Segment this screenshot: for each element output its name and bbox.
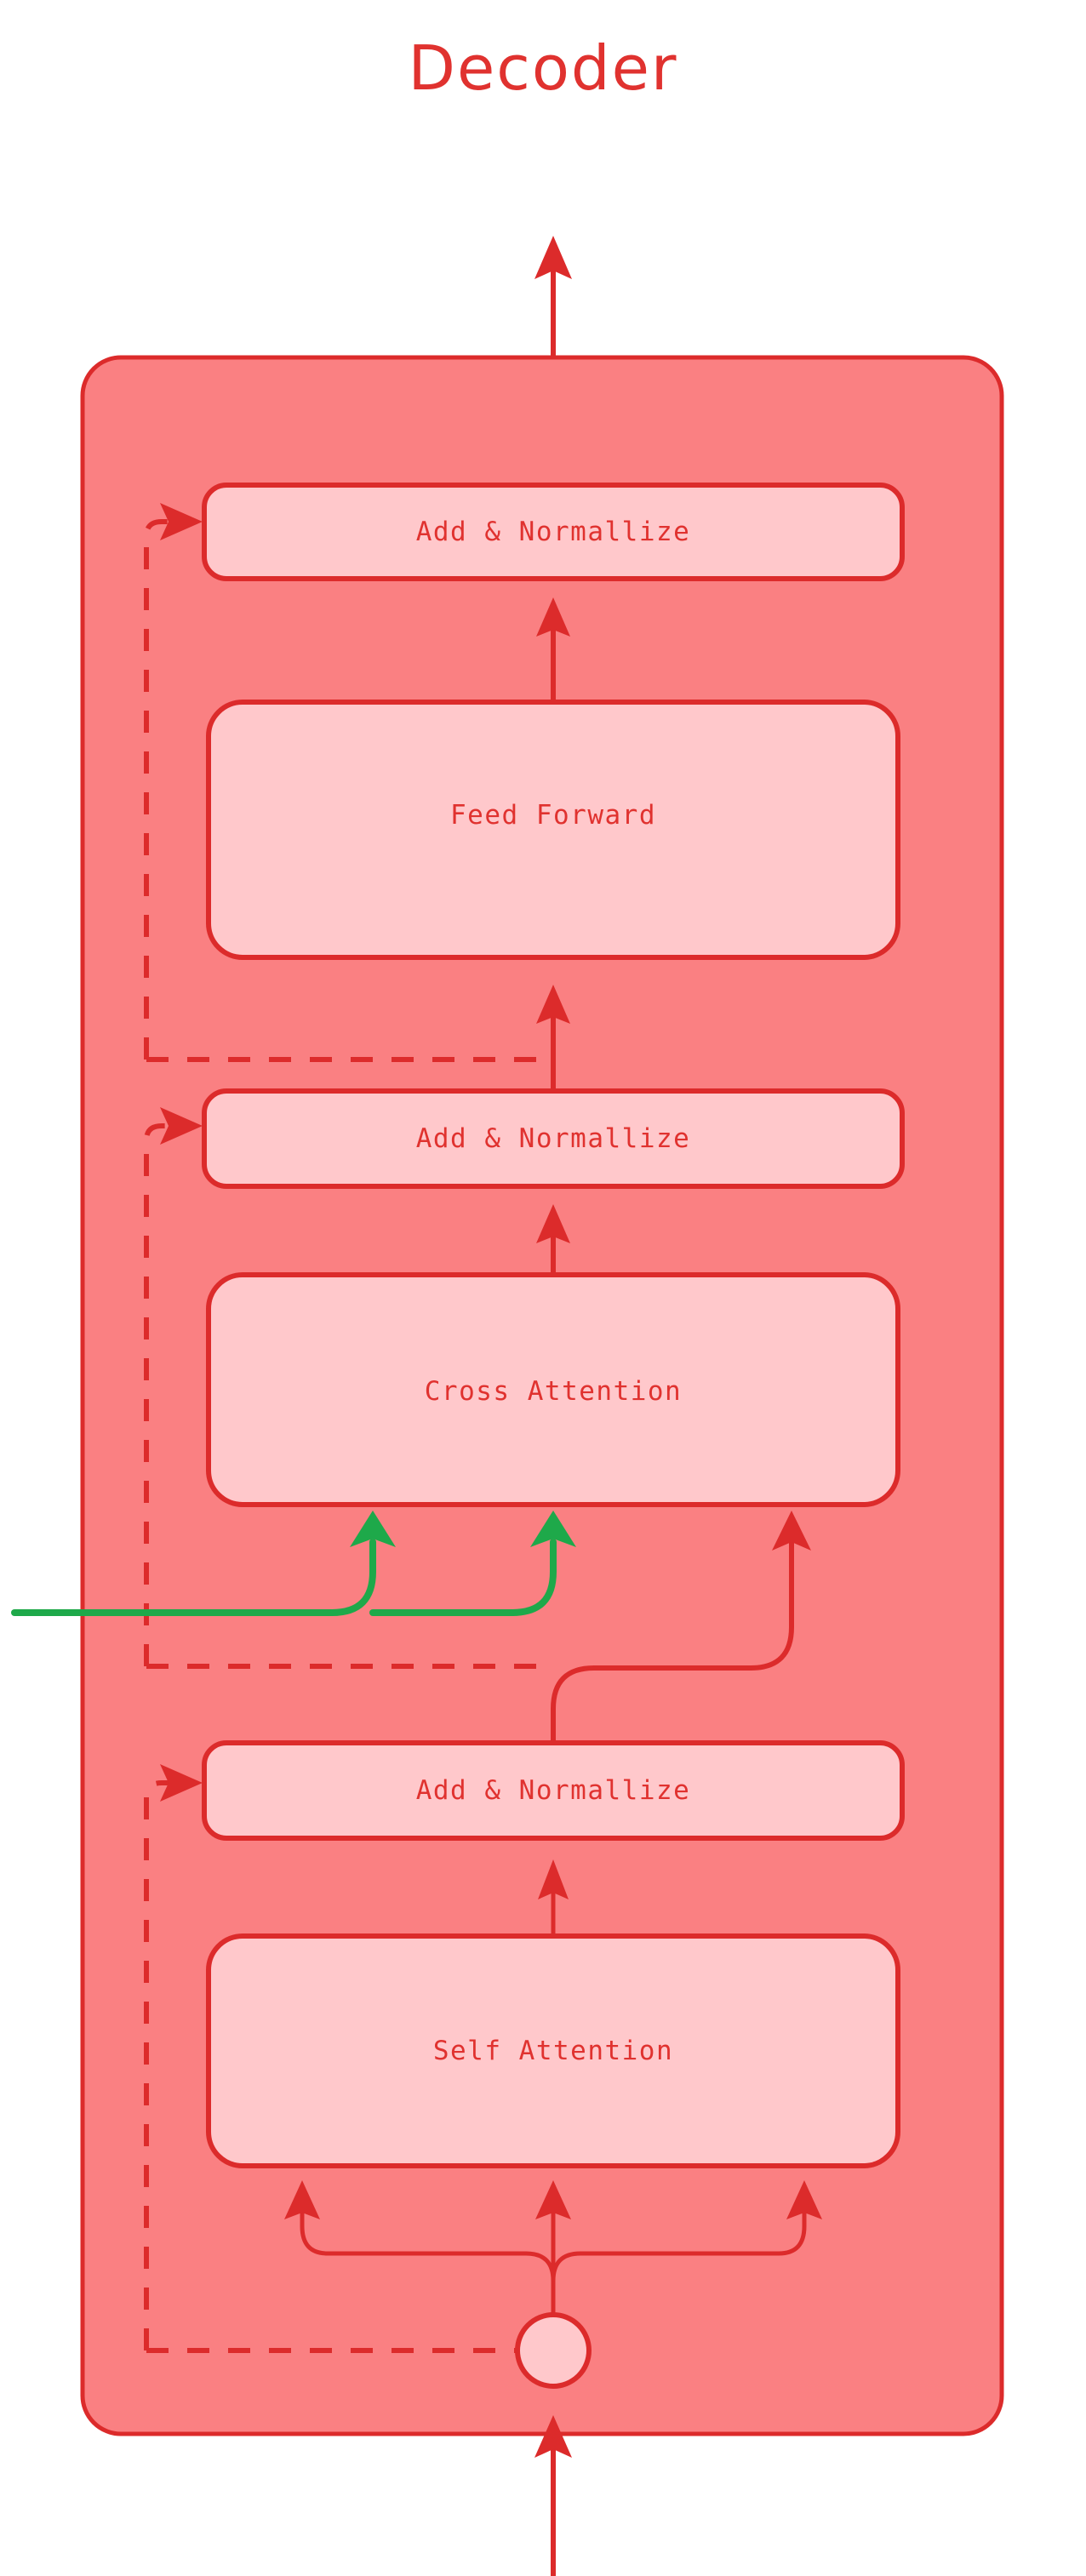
arrow-addnorm-mid-to-feedforward bbox=[536, 985, 570, 1094]
block-self-attention[interactable] bbox=[206, 1933, 900, 2168]
qkv-arrowhead-left bbox=[284, 2180, 320, 2219]
block-add-normalize-mid-label: Add & Normallize bbox=[416, 1123, 691, 1154]
arrow-crossattention-to-addnorm-mid bbox=[536, 1204, 570, 1277]
qkv-fan-connection bbox=[284, 2180, 822, 2322]
input-arrow bbox=[534, 2415, 572, 2576]
block-add-normalize-mid[interactable] bbox=[202, 1088, 905, 1189]
block-feed-forward[interactable] bbox=[206, 700, 900, 960]
block-add-normalize-bottom[interactable] bbox=[202, 1740, 905, 1841]
block-self-attention-label: Self Attention bbox=[433, 2036, 673, 2066]
green-arrowhead-left bbox=[350, 1511, 396, 1547]
page-title: Decoder bbox=[409, 32, 678, 104]
encoder-output-connection-green bbox=[11, 1511, 576, 1616]
residual-skip-bottom bbox=[144, 1764, 545, 2353]
arrow-selfattention-to-addnorm-bottom bbox=[538, 1859, 569, 1939]
output-arrow bbox=[534, 236, 572, 360]
block-add-normalize-top[interactable] bbox=[202, 483, 905, 581]
block-cross-attention[interactable] bbox=[206, 1272, 900, 1507]
qkv-arrowhead-right bbox=[786, 2180, 822, 2219]
block-add-normalize-bottom-label: Add & Normallize bbox=[416, 1775, 691, 1806]
green-arrowhead-center bbox=[530, 1511, 576, 1547]
residual-skip-top bbox=[144, 503, 545, 1062]
residual-skip-mid bbox=[144, 1107, 545, 1669]
block-cross-attention-label: Cross Attention bbox=[425, 1376, 682, 1407]
block-add-normalize-top-label: Add & Normallize bbox=[416, 517, 691, 547]
input-junction-node[interactable] bbox=[515, 2312, 592, 2389]
block-feed-forward-label: Feed Forward bbox=[450, 800, 656, 831]
arrow-feedforward-to-addnorm-top bbox=[536, 597, 570, 705]
qkv-arrowhead-center bbox=[535, 2180, 571, 2219]
arrow-addnorm-bottom-to-crossattention bbox=[551, 1511, 811, 1745]
